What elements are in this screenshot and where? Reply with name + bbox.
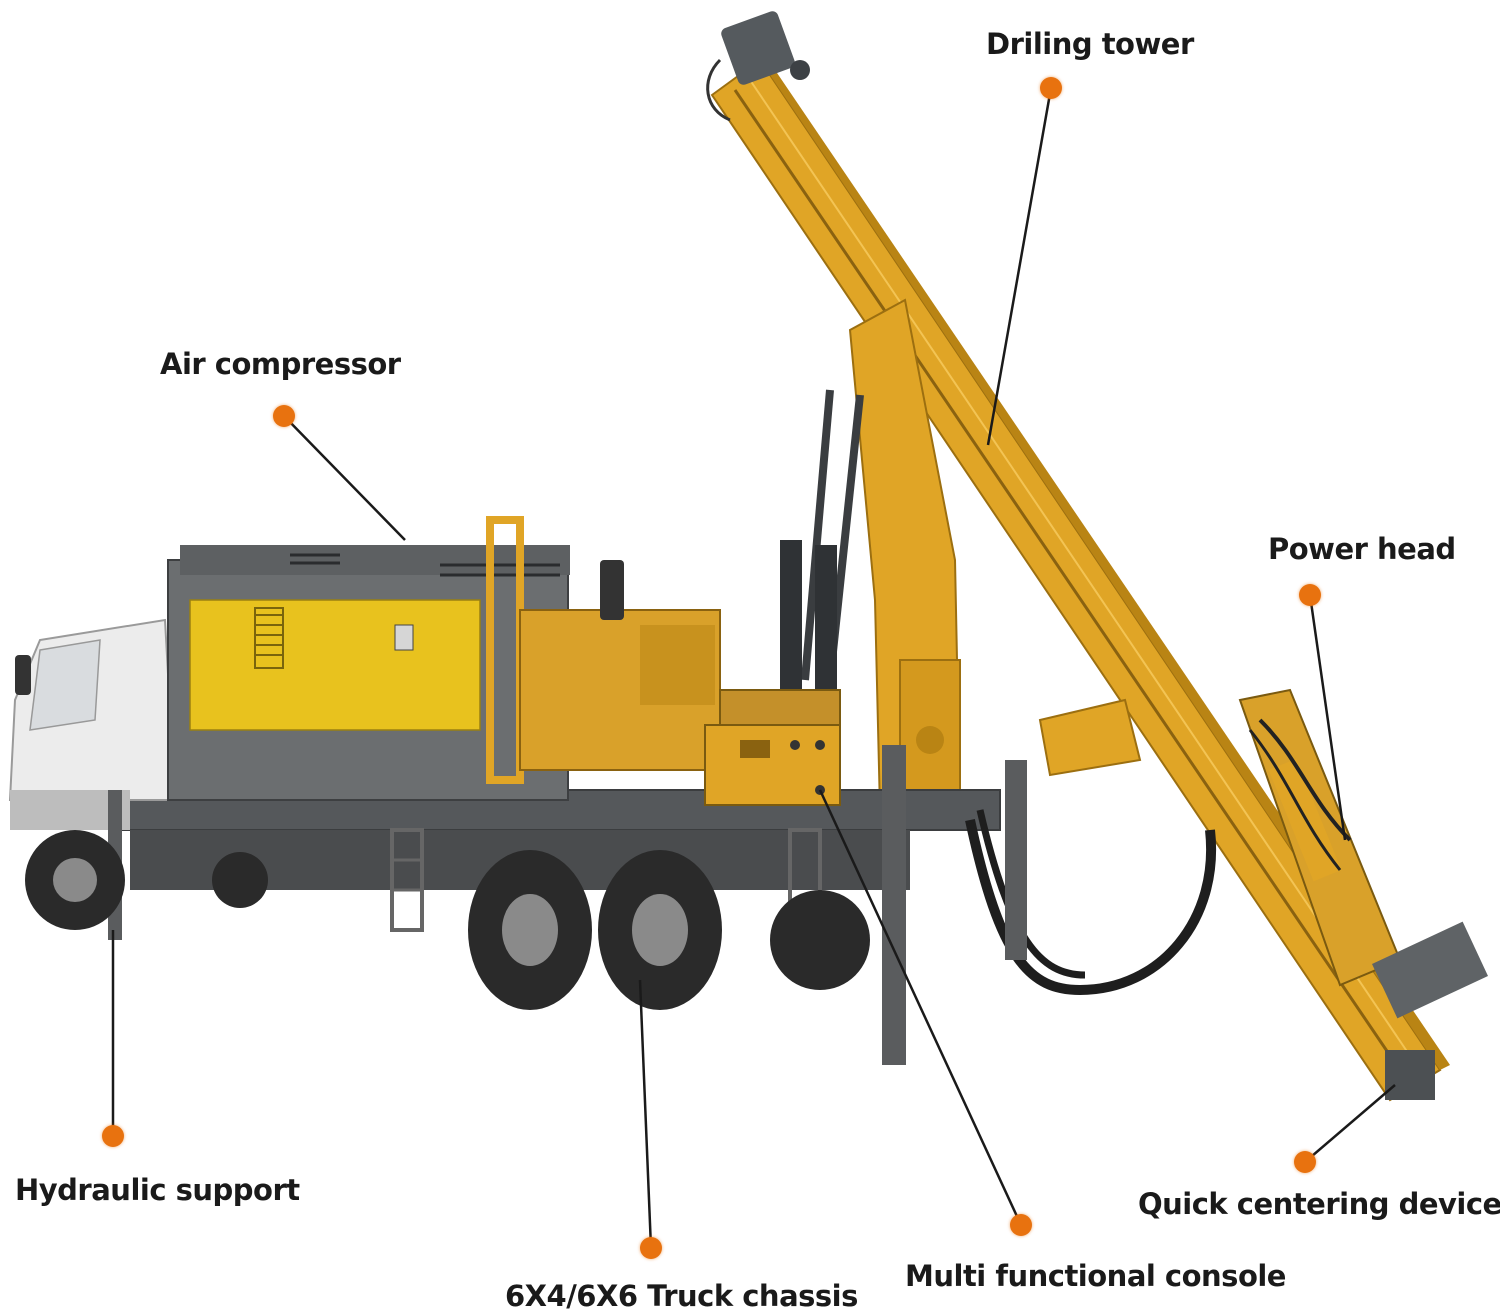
label-air-compressor: Air compressor [160, 347, 401, 381]
hydraulic-cylinders [780, 389, 864, 690]
leader-line-multi-functional-console [818, 789, 1023, 1226]
hydraulic-support-legs [108, 745, 1027, 1065]
leader-line-power-head [1308, 594, 1347, 841]
truck-chassis-body [119, 789, 1001, 942]
truck-wheels [25, 830, 870, 1010]
callout-dot-power-head [1299, 584, 1321, 606]
callout-dot-drilling-tower [1040, 77, 1062, 99]
leader-line-quick-centering-device [1304, 1084, 1396, 1163]
label-drilling-tower: Driling tower [986, 27, 1194, 61]
multi-functional-console-box [704, 689, 841, 806]
hydraulic-hose [965, 818, 1217, 996]
label-truck-chassis: 6X4/6X6 Truck chassis [505, 1279, 858, 1313]
callout-dot-air-compressor [273, 405, 295, 427]
label-quick-centering-device: Quick centering device [1138, 1187, 1500, 1221]
label-hydraulic-support: Hydraulic support [15, 1173, 300, 1207]
label-power-head: Power head [1268, 532, 1456, 566]
leader-line-air-compressor [283, 415, 406, 541]
truck-cab [8, 618, 177, 830]
callout-dot-hydraulic-support [102, 1125, 124, 1147]
engine-unit [486, 516, 721, 784]
callout-dot-multi-functional-console [1010, 1214, 1032, 1236]
callout-leader-lines [111, 87, 1396, 1249]
quick-centering-device-assembly [1372, 921, 1488, 1100]
leader-line-truck-chassis [638, 979, 653, 1249]
leader-line-drilling-tower [986, 87, 1053, 446]
label-multi-functional-console: Multi functional console [905, 1259, 1286, 1293]
callout-dot-truck-chassis [640, 1237, 662, 1259]
callout-dot-quick-centering-device [1294, 1151, 1316, 1173]
air-compressor-unit [167, 545, 570, 801]
